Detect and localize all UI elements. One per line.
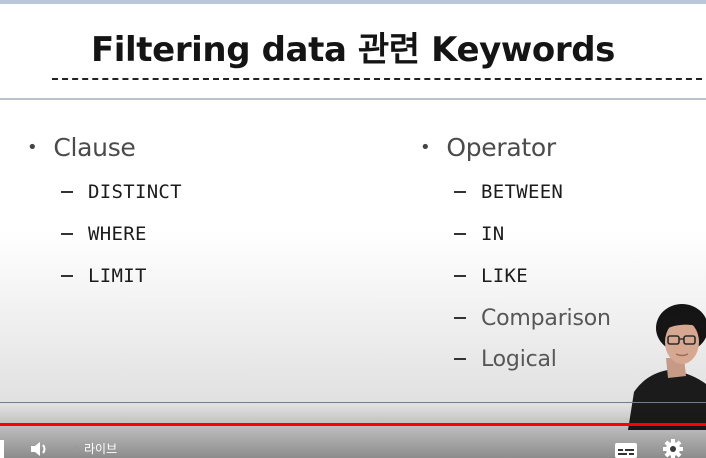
clause-heading: • Clause [27, 133, 136, 163]
list-item: BETWEEN [454, 178, 563, 206]
slide-title: Filtering data 관련 Keywords [90, 30, 616, 70]
bullet: • [420, 137, 431, 158]
keyword-like: LIKE [481, 265, 528, 287]
list-item: IN [454, 220, 504, 248]
player-controls-background [0, 405, 706, 458]
keyword-where: WHERE [88, 223, 147, 245]
operator-heading-label: Operator [446, 133, 556, 162]
list-item: Comparison [454, 304, 611, 332]
list-item: WHERE [61, 220, 147, 248]
operator-heading: • Operator [420, 133, 556, 163]
subtitles-icon[interactable] [614, 440, 638, 458]
keyword-comparison: Comparison [481, 305, 611, 331]
top-strip [0, 0, 706, 4]
title-dashed-underline [52, 78, 702, 80]
dash-marker [61, 275, 73, 277]
bullet: • [27, 137, 38, 158]
play-icon[interactable] [0, 440, 4, 458]
title-divider [0, 98, 706, 100]
list-item: DISTINCT [61, 178, 182, 206]
dash-marker [454, 275, 466, 277]
dash-marker [61, 191, 73, 193]
live-label[interactable]: 라이브 [84, 442, 118, 456]
dash-marker [61, 233, 73, 235]
clause-heading-label: Clause [53, 133, 136, 162]
dash-marker [454, 317, 466, 319]
dash-marker [454, 233, 466, 235]
keyword-distinct: DISTINCT [88, 181, 182, 203]
video-bottom-edge [0, 402, 706, 403]
keyword-between: BETWEEN [481, 181, 564, 203]
dash-marker [454, 358, 466, 360]
list-item: LIMIT [61, 262, 147, 290]
keyword-limit: LIMIT [88, 265, 147, 287]
live-dot-icon [73, 446, 79, 452]
list-item: Logical [454, 345, 557, 373]
volume-icon[interactable] [30, 440, 52, 458]
keyword-logical: Logical [481, 346, 557, 372]
settings-icon[interactable] [662, 438, 684, 458]
list-item: LIKE [454, 262, 528, 290]
progress-bar[interactable] [0, 423, 706, 426]
presenter-webcam [624, 300, 706, 430]
dash-marker [454, 191, 466, 193]
keyword-in: IN [481, 223, 505, 245]
